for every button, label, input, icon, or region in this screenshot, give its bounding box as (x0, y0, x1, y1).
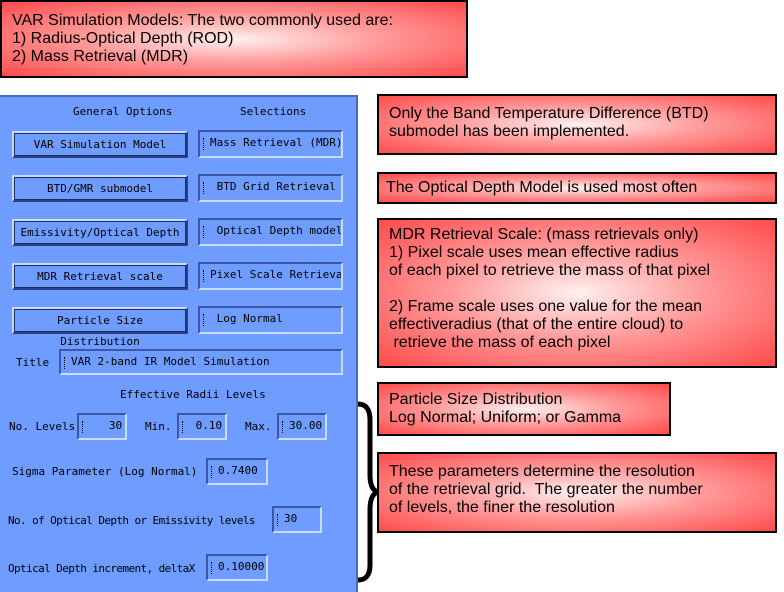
callout-optical-depth: The Optical Depth Model is used most oft… (377, 172, 777, 204)
selections-heading: Selections (240, 105, 307, 118)
max-label: Max. (245, 420, 272, 433)
sigma-input[interactable]: 0.7400 (206, 458, 268, 485)
od-levels-input[interactable]: 30 (272, 506, 322, 533)
mdr-retrieval-scale-field[interactable]: Pixel Scale Retrieval (198, 262, 343, 290)
callout-btd: Only the Band Temperature Difference (BT… (377, 94, 777, 155)
btd-gmr-submodel-button[interactable]: BTD/GMR submodel (12, 175, 188, 202)
button-label: VAR Simulation Model (14, 133, 186, 156)
effective-radii-heading: Effective Radii Levels (120, 388, 266, 401)
title-label: Title (16, 356, 50, 369)
options-panel: General Options Selections VAR Simulatio… (0, 95, 358, 592)
particle-size-distribution-button[interactable]: Particle Size Distribution (12, 307, 188, 348)
particle-size-distribution-field[interactable]: Log Normal (198, 306, 343, 334)
max-input[interactable]: 30.00 (277, 413, 327, 440)
od-levels-label: No. of Optical Depth or Emissivity level… (8, 514, 256, 527)
button-label: MDR Retrieval scale (14, 265, 186, 288)
mdr-retrieval-scale-button[interactable]: MDR Retrieval scale (12, 263, 188, 290)
min-label: Min. (145, 420, 172, 433)
deltax-input[interactable]: 0.10000 (206, 554, 268, 581)
btd-gmr-submodel-field[interactable]: BTD Grid Retrieval (198, 174, 343, 202)
levels-label: No. Levels (9, 420, 76, 433)
title-input[interactable]: VAR 2-band IR Model Simulation (59, 349, 343, 375)
var-simulation-model-field[interactable]: Mass Retrieval (MDR) (198, 130, 343, 158)
sigma-label: Sigma Parameter (Log Normal) (12, 465, 198, 478)
min-input[interactable]: 0.10 (177, 413, 227, 440)
emissivity-optical-depth-button[interactable]: Emissivity/Optical Depth (12, 219, 188, 246)
callout-particle-size: Particle Size Distribution Log Normal; U… (377, 382, 671, 436)
var-simulation-model-button[interactable]: VAR Simulation Model (12, 131, 188, 158)
callout-mdr-scale: MDR Retrieval Scale: (mass retrievals on… (377, 218, 777, 368)
deltax-label: Optical Depth increment, deltaX (8, 562, 195, 575)
button-label: BTD/GMR submodel (14, 177, 186, 200)
callout-simulation-models: VAR Simulation Models: The two commonly … (0, 0, 468, 78)
general-options-heading: General Options (73, 105, 173, 118)
brace-icon (357, 401, 379, 583)
callout-grid-resolution: These parameters determine the resolutio… (377, 452, 777, 533)
button-label: Particle Size Distribution (14, 309, 186, 348)
button-label: Emissivity/Optical Depth (14, 221, 186, 244)
emissivity-optical-depth-field[interactable]: Optical Depth model (198, 218, 343, 246)
levels-input[interactable]: 30 (77, 413, 127, 440)
